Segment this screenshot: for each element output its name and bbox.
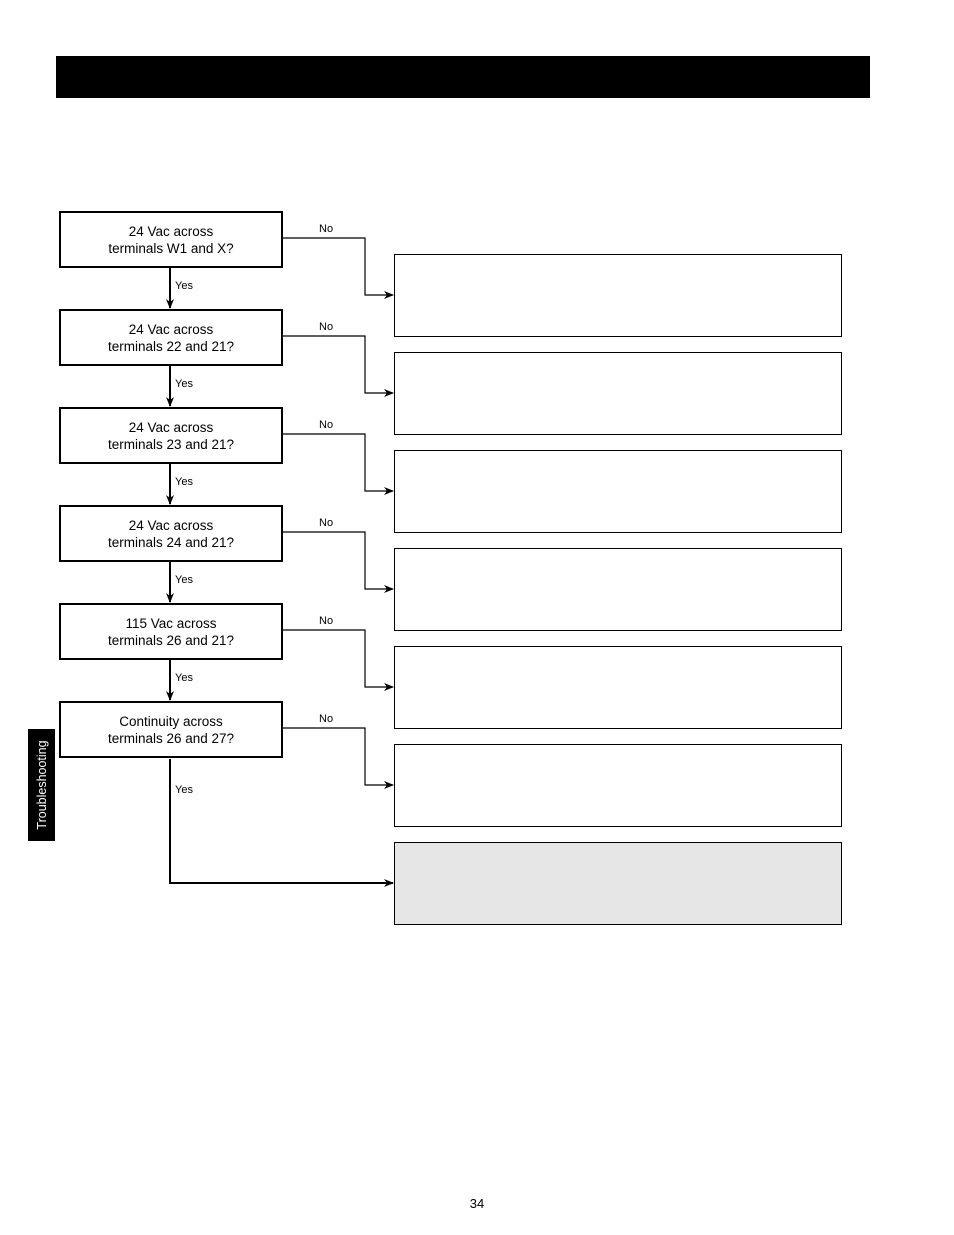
no-label: No bbox=[319, 321, 334, 333]
question-line-1: 24 Vac across bbox=[128, 223, 214, 239]
question-line-1: 24 Vac across bbox=[128, 517, 214, 533]
question-line-1: 24 Vac across bbox=[128, 419, 214, 435]
page-number: 34 bbox=[469, 1196, 485, 1211]
yes-label: Yes bbox=[175, 672, 193, 684]
question-line-2: terminals 26 and 21? bbox=[107, 632, 235, 648]
yes-label: Yes bbox=[175, 574, 193, 586]
connector-line bbox=[282, 629, 394, 691]
result-box bbox=[394, 646, 842, 729]
question-line-1: 115 Vac across bbox=[125, 615, 217, 631]
question-line-2: terminals 22 and 21? bbox=[107, 338, 235, 354]
question-line-1: 24 Vac across bbox=[128, 321, 214, 337]
result-box bbox=[394, 548, 842, 631]
no-label: No bbox=[319, 713, 334, 725]
connector-line bbox=[282, 727, 394, 789]
yes-label: Yes bbox=[175, 476, 193, 488]
no-label: No bbox=[319, 223, 334, 235]
yes-label: Yes bbox=[175, 784, 193, 796]
connector-line bbox=[282, 433, 394, 495]
result-box bbox=[394, 744, 842, 827]
result-box bbox=[394, 254, 842, 337]
question-line-2: terminals W1 and X? bbox=[108, 240, 234, 256]
yes-label: Yes bbox=[175, 280, 193, 292]
connector-line bbox=[169, 759, 394, 887]
result-box bbox=[394, 450, 842, 533]
question-line-2: terminals 23 and 21? bbox=[107, 436, 235, 452]
connector-line bbox=[282, 531, 394, 593]
final-result-box bbox=[394, 842, 842, 925]
result-box bbox=[394, 352, 842, 435]
question-line-2: terminals 24 and 21? bbox=[107, 534, 235, 550]
question-line-1: Continuity across bbox=[119, 713, 223, 729]
no-label: No bbox=[319, 615, 334, 627]
no-label: No bbox=[319, 419, 334, 431]
yes-label: Yes bbox=[175, 378, 193, 390]
header-bar bbox=[56, 56, 870, 98]
section-tab-label: Troubleshooting bbox=[34, 740, 49, 830]
question-line-2: terminals 26 and 27? bbox=[107, 730, 235, 746]
section-tab: Troubleshooting bbox=[28, 729, 55, 841]
connector-line bbox=[282, 237, 394, 299]
connector-line bbox=[282, 335, 394, 397]
no-label: No bbox=[319, 517, 334, 529]
